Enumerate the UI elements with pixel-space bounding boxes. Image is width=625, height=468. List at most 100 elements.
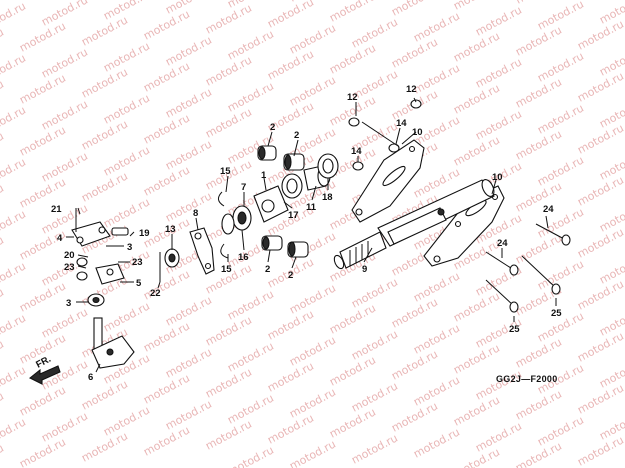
watermark-text: motod.ru <box>535 49 586 84</box>
callout-13: 13 <box>165 224 176 235</box>
watermark-text: motod.ru <box>163 189 214 224</box>
watermark-text: motod.ru <box>101 299 152 334</box>
circlip <box>218 191 229 259</box>
watermark-text: motod.ru <box>451 0 502 13</box>
watermark-text: motod.ru <box>101 39 152 74</box>
callout-10: 10 <box>492 172 503 183</box>
callout-labels: 12 12 14 10 14 10 2 2 2 2 1 7 15 15 16 1… <box>51 84 562 383</box>
watermark-text: motod.ru <box>473 55 524 90</box>
watermark-text: motod.ru <box>39 97 90 132</box>
watermark-text: motod.ru <box>349 275 400 310</box>
callout-20: 20 <box>64 250 75 261</box>
watermark-text: motod.ru <box>0 337 6 372</box>
callout-7: 7 <box>241 182 246 193</box>
watermark-text: motod.ru <box>0 77 6 112</box>
diagram-code: GG2J—F2000 <box>496 374 558 384</box>
watermark-text: motod.ru <box>0 51 28 86</box>
watermark-text: motod.ru <box>411 269 462 304</box>
watermark-text: motod.ru <box>513 0 564 7</box>
watermark-text: motod.ru <box>39 409 90 444</box>
watermark-text: motod.ru <box>163 33 214 68</box>
watermark-text: motod.ru <box>0 155 28 190</box>
watermark-text: motod.ru <box>0 285 6 320</box>
swingarm-plate-right <box>423 185 505 267</box>
watermark-text: motod.ru <box>0 233 6 268</box>
callout-5: 5 <box>136 278 142 289</box>
watermark-text: motod.ru <box>39 149 90 184</box>
callout-12: 12 <box>406 84 417 95</box>
callout-3: 3 <box>66 298 71 309</box>
callout-2: 2 <box>265 264 270 275</box>
watermark-text: motod.ru <box>17 0 68 3</box>
watermark-text: motod.ru <box>0 181 6 216</box>
callout-23: 23 <box>64 262 75 273</box>
watermark-text: motod.ru <box>39 0 90 29</box>
callout-18: 18 <box>322 192 333 203</box>
callout-2: 2 <box>294 130 299 141</box>
swingarm-plate-left <box>351 139 425 223</box>
watermark-text: motod.ru <box>535 0 586 33</box>
watermark-text: motod.ru <box>225 79 276 114</box>
callout-6: 6 <box>88 372 93 383</box>
watermark-text: motod.ru <box>349 431 400 466</box>
callout-9: 9 <box>362 264 367 275</box>
callout-14: 14 <box>351 146 362 157</box>
watermark-text: motod.ru <box>225 287 276 322</box>
watermark-text: motod.ru <box>411 425 462 460</box>
watermark-text: motod.ru <box>575 17 625 52</box>
callout-22: 22 <box>150 288 161 299</box>
watermark-text: motod.ru <box>101 403 152 438</box>
callout-25: 25 <box>509 324 520 335</box>
watermark-text: motod.ru <box>225 339 276 374</box>
callout-21: 21 <box>51 204 62 215</box>
watermark-text: motod.ru <box>0 25 6 60</box>
callout-11: 11 <box>306 202 317 213</box>
watermark-text: motod.ru <box>163 85 214 120</box>
bearing-set <box>281 153 339 199</box>
watermark-text: motod.ru <box>575 433 625 468</box>
callout-8: 8 <box>193 208 198 219</box>
callout-14: 14 <box>396 118 407 129</box>
watermark-text: motod.ru <box>163 293 214 328</box>
leader-lines <box>66 97 557 373</box>
callout-2: 2 <box>288 270 293 281</box>
watermark-text: motod.ru <box>411 321 462 356</box>
watermark-text: motod.ru <box>575 173 625 208</box>
linkage-assembly <box>71 208 129 307</box>
callout-12: 12 <box>347 92 358 103</box>
swingarm-pivot-shaft <box>333 179 495 270</box>
watermark-text: motod.ru <box>287 437 338 468</box>
watermark-text: motod.ru <box>287 385 338 420</box>
callout-1: 1 <box>261 170 267 181</box>
watermark-text: motod.ru <box>0 259 28 294</box>
watermark-text: motod.ru <box>0 103 28 138</box>
callout-24: 24 <box>543 204 554 215</box>
callout-25: 25 <box>551 308 562 319</box>
watermark-text: motod.ru <box>287 333 338 368</box>
front-arrow-icon <box>28 365 61 385</box>
watermark-text: motod.ru <box>0 129 6 164</box>
watermark-text: motod.ru <box>225 391 276 426</box>
watermark-text: motod.ru <box>287 73 338 108</box>
watermark-text: motod.ru <box>411 61 462 96</box>
watermark-text: motod.ru <box>327 0 378 25</box>
callout-19: 19 <box>139 228 150 239</box>
watermark-text: motod.ru <box>349 327 400 362</box>
watermark-text: motod.ru <box>411 373 462 408</box>
watermark-text: motod.ru <box>225 443 276 468</box>
pivot-clamp-assembly <box>221 185 289 235</box>
watermark-text: motod.ru <box>265 0 316 31</box>
callout-10: 10 <box>412 127 423 138</box>
watermark-text: motod.ru <box>163 345 214 380</box>
watermark-text: motod.ru <box>411 9 462 44</box>
watermark-text: motod.ru <box>575 121 625 156</box>
callout-23: 23 <box>132 257 143 268</box>
watermark-text: motod.ru <box>535 101 586 136</box>
watermark-text: motod.ru <box>0 0 28 35</box>
watermark-text: motod.ru <box>349 15 400 50</box>
nut-set <box>348 99 422 171</box>
bushing-13 <box>164 248 180 268</box>
watermark-text: motod.ru <box>473 3 524 38</box>
watermark-text: motod.ru <box>287 281 338 316</box>
